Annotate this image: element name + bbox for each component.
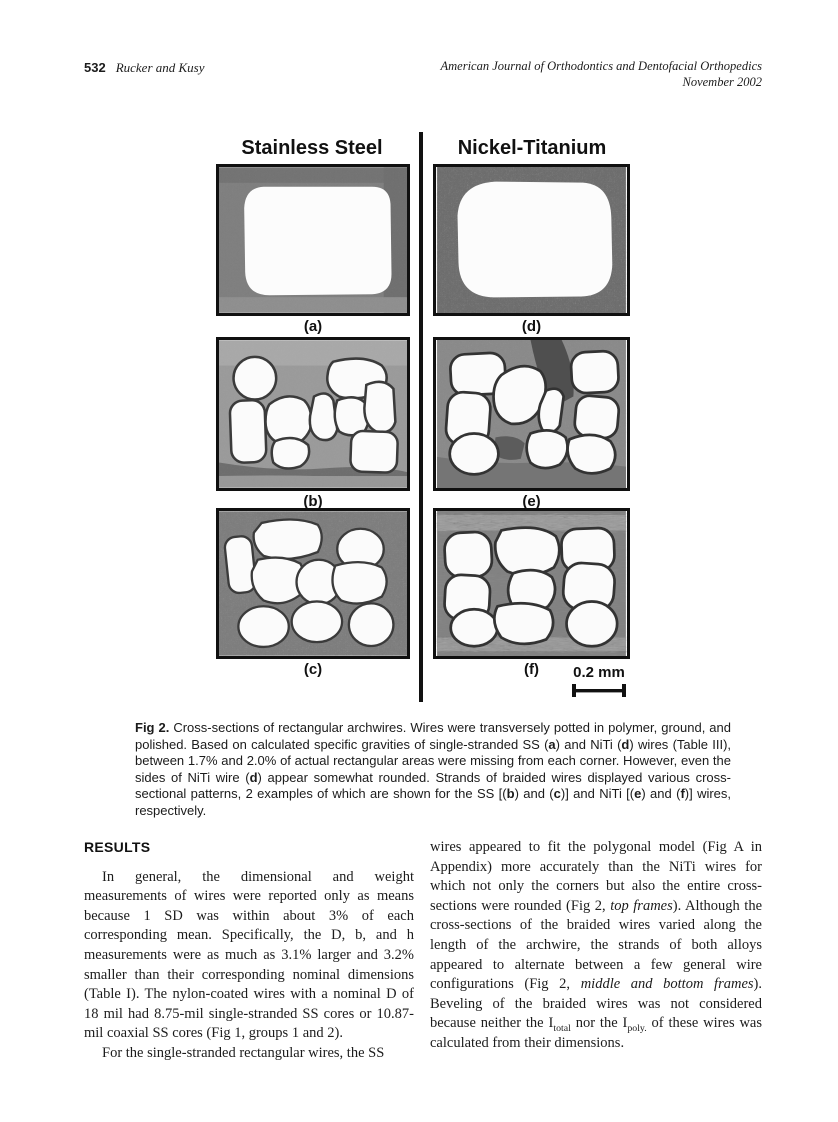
scale-bar: 0.2 mm bbox=[566, 664, 632, 697]
wire-cross-section bbox=[457, 181, 613, 298]
body-paragraph-3: wires appeared to fit the polygonal mode… bbox=[430, 839, 763, 1051]
page-header-right: American Journal of Orthodontics and Den… bbox=[441, 58, 763, 90]
scale-bar-label: 0.2 mm bbox=[573, 664, 625, 681]
figure-caption: Fig 2. Cross-sections of rectangular arc… bbox=[135, 720, 732, 818]
running-authors: Rucker and Kusy bbox=[115, 60, 205, 75]
column-header-stainless-steel: Stainless Steel bbox=[241, 137, 383, 159]
column-header-nickel-titanium: Nickel-Titanium bbox=[457, 137, 607, 159]
page-number: 532 bbox=[84, 60, 106, 75]
micrograph-niti-braided-1 bbox=[433, 337, 630, 491]
panel-label-d: (d) bbox=[521, 318, 542, 335]
panel-label-b: (b) bbox=[303, 493, 323, 510]
journal-name: American Journal of Orthodontics and Den… bbox=[440, 59, 763, 73]
results-heading: RESULTS bbox=[84, 839, 151, 855]
panel-label-f: (f) bbox=[524, 661, 539, 678]
results-left-column: RESULTS In general, the dimensional and … bbox=[84, 838, 414, 1064]
figure-column-divider bbox=[419, 132, 423, 702]
results-right-column: wires appeared to fit the polygonal mode… bbox=[430, 838, 762, 1054]
wire-cross-section bbox=[244, 186, 392, 296]
body-paragraph-1: In general, the dimensional and weight m… bbox=[84, 868, 414, 1042]
micrograph-niti-single bbox=[433, 164, 630, 316]
micrograph-ss-single bbox=[216, 164, 410, 316]
page-header-left: 532 Rucker and Kusy bbox=[84, 60, 205, 76]
panel-label-a: (a) bbox=[303, 318, 323, 335]
panel-label-e: (e) bbox=[522, 493, 541, 510]
micrograph-ss-braided-1 bbox=[216, 337, 410, 491]
micrograph-niti-braided-2 bbox=[433, 508, 630, 659]
scale-bar-line bbox=[572, 684, 626, 697]
body-paragraph-2: For the single-stranded rectangular wire… bbox=[102, 1044, 385, 1061]
micrograph-ss-braided-2 bbox=[216, 508, 410, 659]
issue-date: November 2002 bbox=[682, 75, 763, 89]
panel-label-c: (c) bbox=[303, 661, 323, 678]
